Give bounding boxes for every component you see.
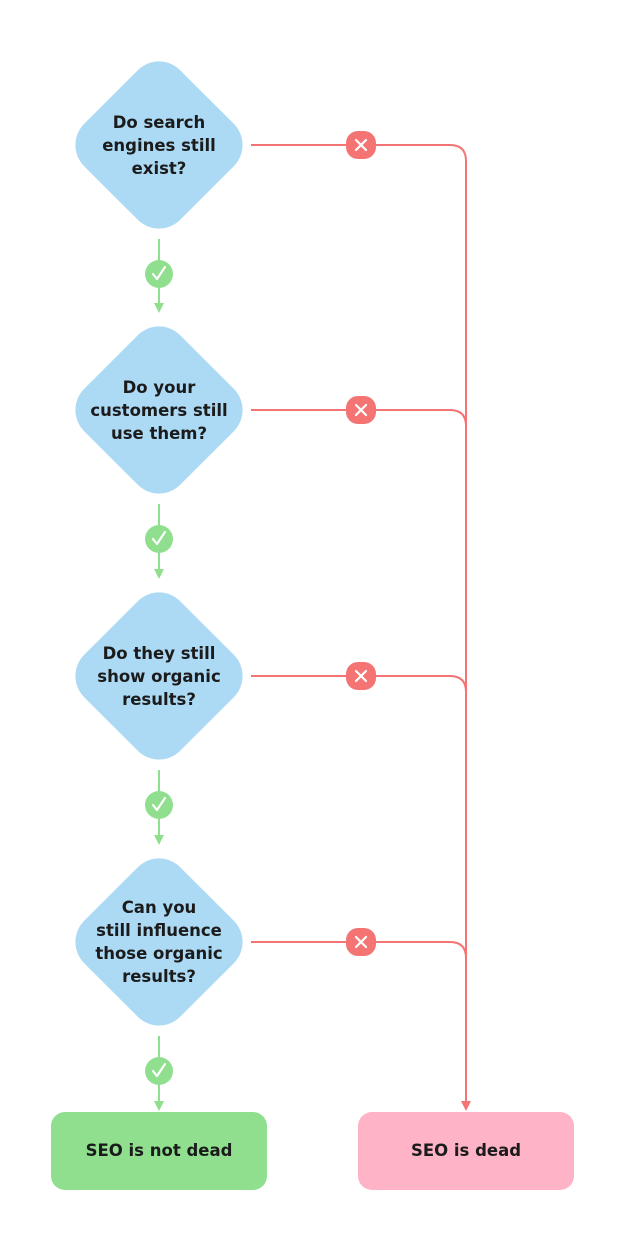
outcome-dead-box xyxy=(358,1112,574,1190)
outcome-not-dead-label: SEO is not dead xyxy=(85,1141,233,1160)
question-diamond xyxy=(75,592,243,760)
question-text: Do search engines still exist? xyxy=(102,112,216,178)
cross-icon xyxy=(346,662,376,690)
check-icon xyxy=(145,791,173,819)
no-branch-line xyxy=(251,409,467,427)
outcome-dead-label: SEO is dead xyxy=(410,1141,522,1160)
question-text: Do they still show organic results? xyxy=(97,643,221,709)
outcome-not-dead-box xyxy=(51,1112,267,1190)
check-icon xyxy=(145,260,173,288)
cross-icon xyxy=(346,131,376,159)
check-icon xyxy=(145,1057,173,1085)
check-icon xyxy=(145,525,173,553)
cross-icon xyxy=(346,928,376,956)
question-diamond xyxy=(75,326,243,494)
no-branch-line xyxy=(251,144,467,162)
question-diamond xyxy=(75,858,243,1026)
question-text: Can you still influence those organic re… xyxy=(95,898,223,986)
no-branch-line xyxy=(251,941,467,959)
cross-icon xyxy=(346,396,376,424)
question-diamond xyxy=(75,61,243,229)
no-branch-line xyxy=(251,675,467,693)
question-text: Do your customers still use them? xyxy=(90,377,228,443)
